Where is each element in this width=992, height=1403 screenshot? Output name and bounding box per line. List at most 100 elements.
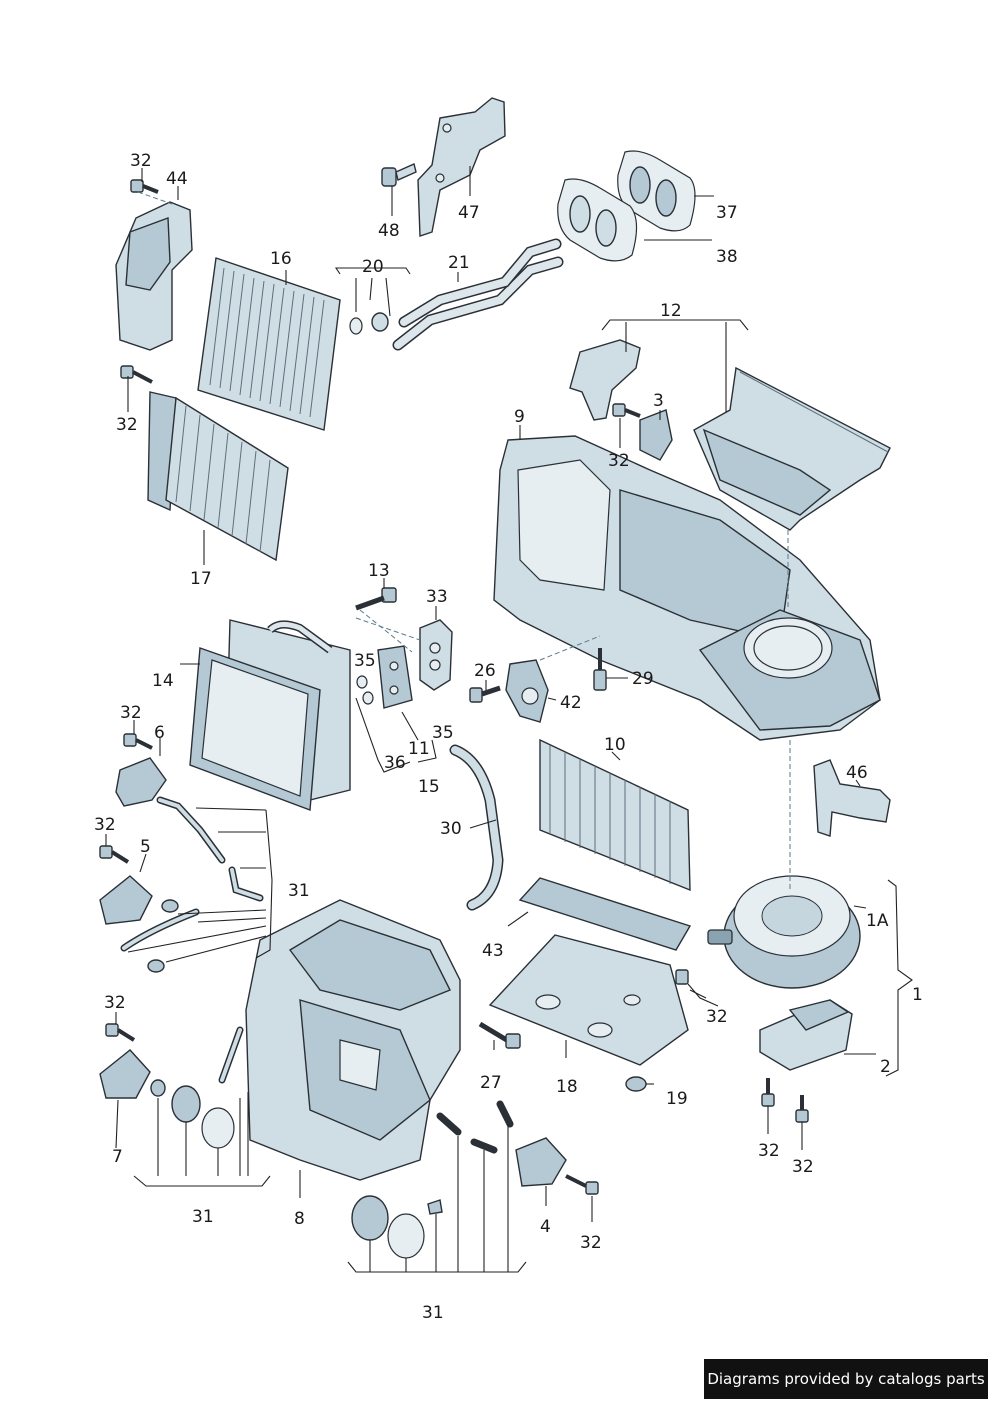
- bracket-46: [813, 759, 891, 837]
- seal-rings-20: [349, 312, 389, 335]
- callout-32: 32: [116, 415, 138, 435]
- callout-42: 42: [560, 693, 582, 713]
- callout-35: 35: [354, 651, 376, 671]
- callout-12: 12: [660, 301, 682, 321]
- blower-motor-1A: [707, 875, 861, 989]
- ac-housing-9: [493, 435, 881, 741]
- bolt-32-left: [120, 365, 153, 384]
- assembly-dashed-lines: [137, 191, 791, 890]
- actuator-7: [99, 1049, 151, 1099]
- callout-5: 5: [140, 837, 151, 857]
- bracket-12: [569, 339, 641, 421]
- callout-32: 32: [120, 703, 142, 723]
- callout-8: 8: [294, 1209, 305, 1229]
- linkage-set-31-bottom: [351, 1100, 514, 1259]
- screws-32-resistor: [761, 1078, 809, 1123]
- heater-pipes-21: [392, 238, 564, 351]
- actuator-42: [505, 659, 549, 723]
- attribution-banner: Diagrams provided by catalogs parts: [704, 1359, 988, 1399]
- callout-31: 31: [288, 881, 310, 901]
- callout-32: 32: [104, 993, 126, 1013]
- actuator-6: [115, 757, 167, 807]
- callout-44: 44: [166, 169, 188, 189]
- callout-17: 17: [190, 569, 212, 589]
- gasket-38: [557, 178, 638, 262]
- callout-6: 6: [154, 723, 165, 743]
- heater-core-16: [197, 257, 341, 431]
- linkage-set-31-upper: [120, 796, 264, 973]
- callout-10: 10: [604, 735, 626, 755]
- callout-14: 14: [152, 671, 174, 691]
- callout-32: 32: [608, 451, 630, 471]
- bolt-32-top-left: [130, 179, 159, 194]
- callout-18: 18: [556, 1077, 578, 1097]
- callout-9: 9: [514, 407, 525, 427]
- distribution-housing-8: [245, 899, 461, 1181]
- callout-32: 32: [758, 1141, 780, 1161]
- o-rings-35-36: [356, 675, 374, 705]
- callout-11: 11: [408, 739, 430, 759]
- callout-13: 13: [368, 561, 390, 581]
- heat-exchanger-17: [147, 391, 289, 562]
- callout-31: 31: [422, 1303, 444, 1323]
- air-filter-10: [539, 738, 691, 892]
- gasket-37: [617, 150, 696, 232]
- sensor-29: [593, 648, 607, 691]
- callout-26: 26: [474, 661, 496, 681]
- attribution-text: Diagrams provided by catalogs parts: [707, 1370, 985, 1388]
- expansion-valve-11: [377, 645, 413, 709]
- leader-lines: [105, 166, 913, 1273]
- evaporator-14: [189, 619, 351, 811]
- bolt-26: [469, 685, 501, 703]
- bolt-32-actuator-5: [99, 845, 130, 864]
- screw-19: [625, 1076, 647, 1092]
- bolt-48: [381, 163, 417, 187]
- actuator-3: [639, 409, 673, 461]
- callout-7: 7: [112, 1147, 123, 1167]
- callout-31: 31: [192, 1207, 214, 1227]
- callout-21: 21: [448, 253, 470, 273]
- callout-37: 37: [716, 203, 738, 223]
- drain-hose-30: [449, 744, 504, 911]
- callout-32: 32: [706, 1007, 728, 1027]
- callout-47: 47: [458, 203, 480, 223]
- callout-32: 32: [94, 815, 116, 835]
- callout-4: 4: [540, 1217, 551, 1237]
- callout-30: 30: [440, 819, 462, 839]
- callout-32: 32: [130, 151, 152, 171]
- series-resistor-2: [759, 999, 853, 1071]
- cover-18: [488, 934, 689, 1066]
- bolt-13: [355, 587, 397, 611]
- filter-frame-43: [518, 877, 692, 951]
- callout-32: 32: [792, 1157, 814, 1177]
- bolt-32-actuator-4: [565, 1174, 599, 1195]
- callout-labels: 32 44 16 20 21 47 48 37 38 12 3 32 9 32 …: [94, 151, 923, 1323]
- callout-15: 15: [418, 777, 440, 797]
- callout-2: 2: [880, 1057, 891, 1077]
- callout-33: 33: [426, 587, 448, 607]
- callout-38: 38: [716, 247, 738, 267]
- callout-29: 29: [632, 669, 654, 689]
- callout-3: 3: [653, 391, 664, 411]
- callout-20: 20: [362, 257, 384, 277]
- callout-32: 32: [580, 1233, 602, 1253]
- callout-1A: 1A: [866, 911, 889, 931]
- callout-1: 1: [912, 985, 923, 1005]
- callout-35: 35: [432, 723, 454, 743]
- callout-27: 27: [480, 1073, 502, 1093]
- cover-44: [115, 201, 193, 351]
- callout-46: 46: [846, 763, 868, 783]
- flap-housing-12: [693, 366, 891, 531]
- actuator-4: [515, 1137, 567, 1187]
- linkage-set-31-lower-left: [150, 1026, 244, 1149]
- callout-48: 48: [378, 221, 400, 241]
- actuator-5: [99, 875, 153, 925]
- bolt-32-actuator-7: [105, 1023, 136, 1042]
- callout-16: 16: [270, 249, 292, 269]
- bolt-32-actuator-3: [612, 403, 641, 418]
- callout-19: 19: [666, 1089, 688, 1109]
- seal-33: [419, 619, 453, 691]
- callout-36: 36: [384, 753, 406, 773]
- screw-27: [478, 1021, 521, 1049]
